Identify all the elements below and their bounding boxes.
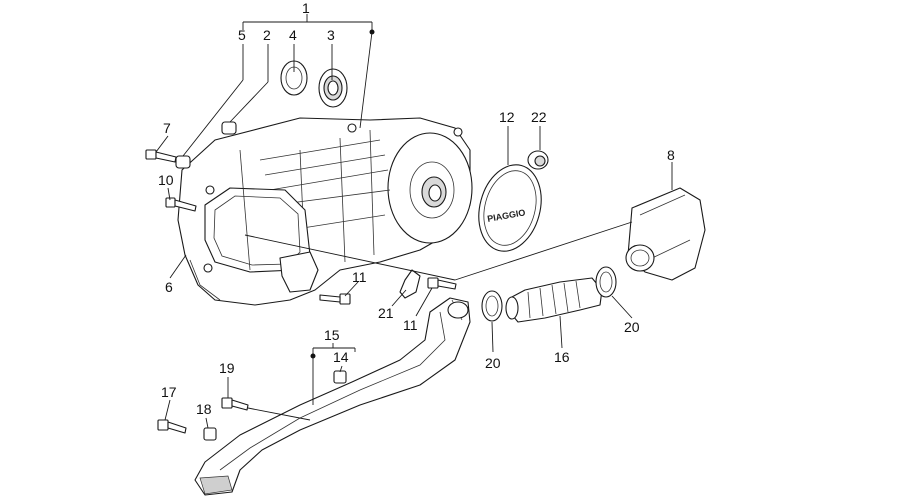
callout-20-right: 20 [624, 319, 640, 335]
cover-plate-part-12: PIAGGIO [478, 164, 542, 252]
callout-11-upper: 11 [352, 269, 367, 285]
clip-part-14 [333, 370, 347, 384]
callout-22: 22 [531, 109, 547, 125]
screw-part-17 [157, 419, 187, 434]
callout-20-left: 20 [485, 355, 501, 371]
hose-clamp-part-20-right [595, 266, 617, 298]
bushing-part-5 [175, 155, 191, 169]
callout-8: 8 [667, 147, 675, 163]
callout-5: 5 [238, 27, 246, 43]
callout-7: 7 [163, 120, 171, 136]
callout-19: 19 [219, 360, 235, 376]
callout-18: 18 [196, 401, 212, 417]
callout-16: 16 [554, 349, 570, 365]
screw-part-10 [165, 197, 197, 212]
screw-part-11-upper [319, 293, 351, 305]
crankcase-cover [177, 117, 473, 306]
callout-21: 21 [378, 305, 394, 321]
callout-3: 3 [327, 27, 335, 43]
air-scoop-part-8 [625, 187, 706, 281]
callout-labels: 1 5 2 4 3 7 10 6 12 22 8 11 21 11 20 16 … [158, 0, 675, 417]
nut-part-22 [527, 150, 549, 170]
callout-1: 1 [302, 0, 310, 16]
screw-part-19 [221, 397, 249, 411]
bearing-part-3 [318, 68, 348, 108]
callout-14: 14 [333, 349, 349, 365]
bushing-part-2 [221, 121, 237, 135]
callout-6: 6 [165, 279, 173, 295]
callout-2: 2 [263, 27, 271, 43]
callout-4: 4 [289, 27, 297, 43]
hose-clamp-part-20-left [481, 290, 503, 322]
intake-hose-part-16 [505, 277, 603, 323]
callout-10: 10 [158, 172, 174, 188]
clip-part-18 [203, 427, 217, 441]
callout-17: 17 [161, 384, 177, 400]
leader-lines [155, 14, 673, 429]
callout-11-lower: 11 [403, 317, 418, 333]
screw-part-11-lower [427, 277, 457, 290]
screw-part-7 [145, 149, 177, 163]
callout-15: 15 [324, 327, 340, 343]
callout-12: 12 [499, 109, 515, 125]
air-duct [194, 297, 471, 496]
